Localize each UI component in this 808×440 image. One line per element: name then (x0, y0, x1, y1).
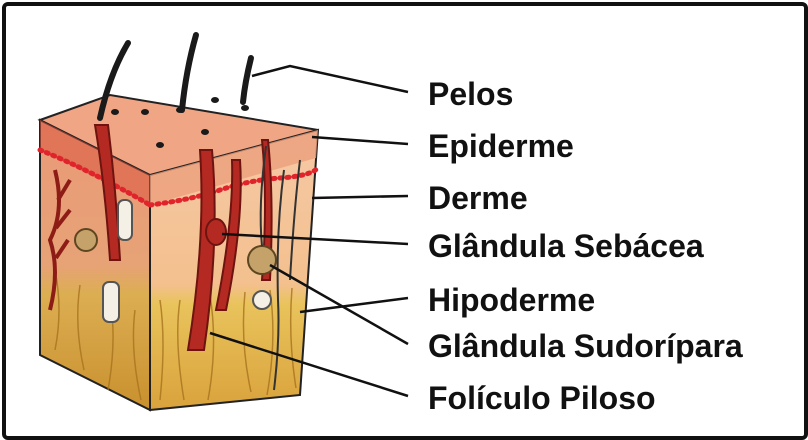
sebaceous-gland (206, 219, 226, 245)
leader-epiderme (312, 137, 408, 144)
label-glandula-sudoripara: Glândula Sudorípara (428, 330, 743, 362)
label-epiderme: Epiderme (428, 130, 574, 162)
label-foliculo-piloso: Folículo Piloso (428, 382, 656, 414)
label-derme: Derme (428, 182, 528, 214)
leader-pelos (252, 66, 408, 92)
leader-derme (312, 196, 408, 198)
label-hipoderme: Hipoderme (428, 284, 595, 316)
label-pelos: Pelos (428, 78, 513, 110)
leader-hipoderme (300, 298, 408, 312)
label-glandula-sebacea: Glândula Sebácea (428, 230, 704, 262)
